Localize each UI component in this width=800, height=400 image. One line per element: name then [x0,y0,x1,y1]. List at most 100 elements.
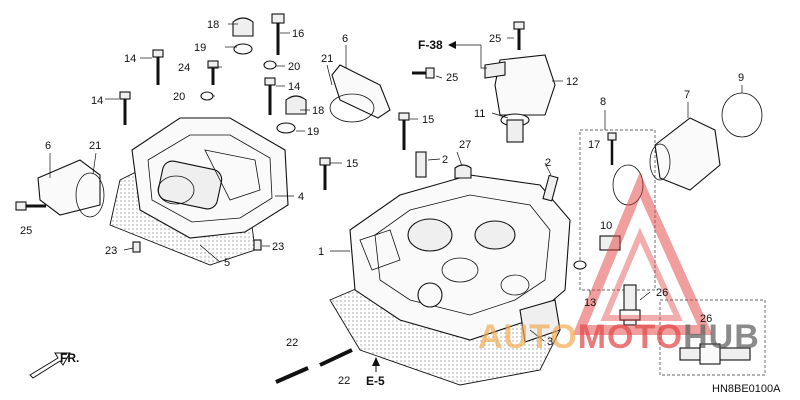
washer-19-lower [276,122,296,134]
insulator-band [721,92,763,138]
label-19-lower: 19 [307,126,319,138]
references: F-38 E-5 FR. HN8BE0100A [29,38,781,395]
label-14-upper: 14 [124,53,136,65]
label-14-right: 14 [288,81,300,93]
label-21-center: 21 [321,53,333,65]
leader-lines [49,23,743,342]
head-part-3 [519,299,561,343]
label-20-left: 20 [173,91,185,103]
thermostat-housing [494,54,556,116]
bolt-15-upper [398,112,410,150]
watermark-auto: AUTO [478,318,578,356]
label-2-right: 2 [545,157,551,169]
label-18-upper: 18 [207,19,219,31]
ring-20-left [200,91,214,101]
label-4: 4 [298,191,304,203]
diagram-code: HN8BE0100A [712,383,781,395]
label-5: 5 [224,257,230,269]
ring-20-right [263,60,277,70]
thermostat [500,113,530,143]
ref-e5-arrow [372,357,380,366]
label-25-top: 25 [489,33,501,45]
ref-e5: E-5 [366,374,385,388]
label-23-right: 23 [272,241,284,253]
side-cap-o-ring [75,172,105,218]
label-3: 3 [547,336,553,348]
stud-22-right [319,348,353,367]
plug-2-right [542,174,559,202]
label-7: 7 [684,89,690,101]
dowel-23-right [253,239,262,251]
label-11: 11 [474,108,485,120]
label-15-upper: 15 [422,114,434,126]
front-arrow [29,352,71,379]
bolt-16 [271,13,285,55]
label-9: 9 [738,72,744,84]
bolt-15-lower [319,157,331,190]
plug-2-left [415,151,427,178]
cap-18-lower [285,95,307,115]
label-18-lower: 18 [312,105,324,117]
bolt-25-top [513,21,525,50]
label-25-mid: 25 [446,72,458,84]
label-25-left: 25 [20,225,32,237]
label-17: 17 [588,139,600,151]
label-2-left: 2 [442,154,448,166]
cap-18-upper [232,17,254,37]
label-27: 27 [459,139,471,151]
bolt-14-upper [152,49,164,85]
flange-o-ring [329,93,375,123]
label-12: 12 [566,76,578,88]
watermark-moto: MOTO [578,318,683,356]
label-22-left: 22 [286,337,298,349]
stud-22-left [275,366,309,384]
intake-insulator [654,117,721,191]
front-label: FR. [60,351,79,365]
label-1: 1 [318,246,324,258]
bolt-14-lower [119,91,131,125]
label-13: 13 [584,297,596,309]
cap-27 [454,164,472,179]
svg-text:AUTOMOTOHUB: AUTOMOTOHUB [478,318,760,356]
insulator-group [573,92,766,376]
cylinder-head-group [275,21,571,386]
housing-outlet-pipe [484,61,506,79]
dowel-23-left [132,241,141,253]
label-20-right: 20 [288,61,300,73]
watermark: AUTOMOTOHUB [478,172,760,356]
label-6-center: 6 [342,33,348,45]
label-6-left: 6 [45,140,51,152]
washer-19-upper [233,43,253,55]
spark-plug-upper [619,284,641,326]
callouts: 18 16 19 14 24 20 20 14 14 18 19 4 6 21 … [20,19,744,387]
intake-flange [331,64,391,119]
bolt-25-mid [412,67,435,79]
bolt-17 [607,132,617,165]
watermark-hub: HUB [683,318,760,356]
label-23-left: 23 [105,245,117,257]
label-26-lower: 26 [700,313,712,325]
cylinder-head [349,174,571,341]
label-22-right: 22 [338,375,350,387]
spark-plug-lower [679,343,751,365]
label-24: 24 [178,62,190,74]
bolt-14-right [264,77,276,115]
label-8: 8 [600,96,606,108]
label-15-lower: 15 [346,158,358,170]
bolt-24 [207,60,219,85]
label-10: 10 [600,220,612,232]
ref-f38-arrow [448,41,456,49]
label-19-upper: 19 [194,42,206,54]
ref-f38: F-38 [418,38,443,52]
head-cover-group [15,13,307,266]
watermark-triangle-inner [600,227,683,321]
watermark-triangle [572,172,713,335]
label-14-lower: 14 [91,95,103,107]
sensor-10 [573,164,644,270]
label-26-upper: 26 [656,287,668,299]
bolt-25-left [15,201,46,211]
side-cap [37,159,101,216]
label-21-left: 21 [89,140,101,152]
label-16: 16 [292,28,304,40]
